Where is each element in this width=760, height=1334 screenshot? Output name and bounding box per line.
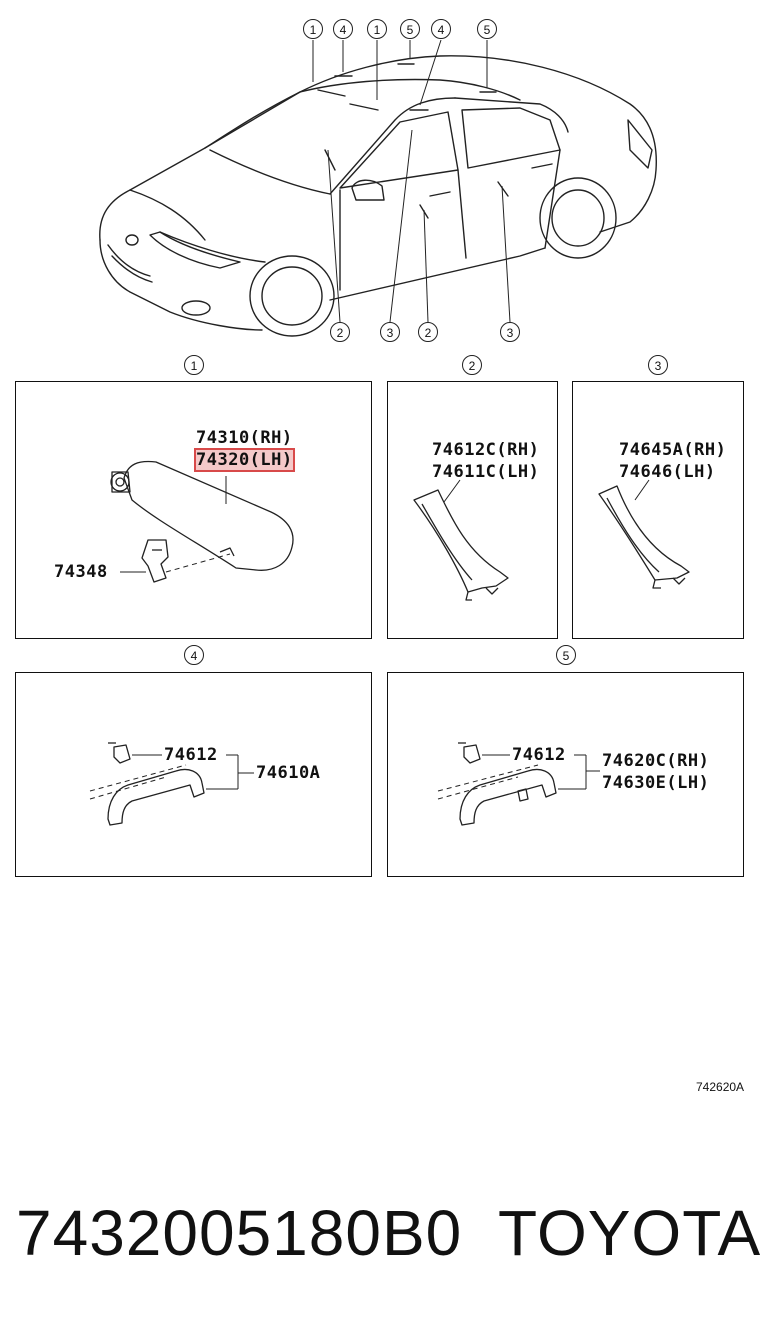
car-illustration [99,39,657,337]
part-74612-clip[interactable]: 74612 [512,745,566,765]
part-74348[interactable]: 74348 [54,562,108,582]
brand-name: TOYOTA [498,1197,760,1269]
part-74620c-rh[interactable]: 74620C(RH) [602,751,710,771]
car-callout-3b: 3 [500,322,520,342]
part-74630e-lh[interactable]: 74630E(LH) [602,773,710,793]
car-callout-4b: 4 [431,19,451,39]
car-callout-5b: 5 [477,19,497,39]
panel-sun-visor: 74310(RH) 74320(LH) 74348 [15,381,372,639]
pillar-garnish-3-drawing [598,479,690,589]
car-callout-3a: 3 [380,322,400,342]
part-74310-rh[interactable]: 74310(RH) [196,428,293,448]
panel-2-label: 2 [462,355,482,375]
assist-grip-5-drawing [437,742,600,826]
panel-pillar-garnish-3: 74645A(RH) 74646(LH) [572,381,744,639]
car-callout-4a: 4 [333,19,353,39]
part-74645a-rh[interactable]: 74645A(RH) [619,440,727,460]
part-74320-lh-highlighted[interactable]: 74320(LH) [194,448,295,472]
part-74612c-rh[interactable]: 74612C(RH) [432,440,540,460]
part-74612-clip[interactable]: 74612 [164,745,218,765]
diagram-code: 742620A [696,1080,745,1094]
sun-visor-drawing [110,460,294,583]
part-74611c-lh[interactable]: 74611C(LH) [432,462,540,482]
part-number: 7432005180B0 [16,1197,463,1269]
panel-1-label: 1 [184,355,204,375]
pillar-garnish-2-drawing [413,479,509,601]
assist-grip-4-drawing [89,742,254,826]
panel-assist-grip-4: 74612 74610A [15,672,372,877]
car-callout-1b: 1 [367,19,387,39]
panel-4-label: 4 [184,645,204,665]
car-callout-2a: 2 [330,322,350,342]
panel-3-label: 3 [648,355,668,375]
part-74610a[interactable]: 74610A [256,763,321,783]
part-74646-lh[interactable]: 74646(LH) [619,462,716,482]
panel-assist-grip-5: 74612 74620C(RH) 74630E(LH) [387,672,744,877]
car-callout-5a: 5 [400,19,420,39]
panel-5-label: 5 [556,645,576,665]
car-callout-1a: 1 [303,19,323,39]
panel-pillar-garnish-2: 74612C(RH) 74611C(LH) [387,381,558,639]
car-callout-2b: 2 [418,322,438,342]
